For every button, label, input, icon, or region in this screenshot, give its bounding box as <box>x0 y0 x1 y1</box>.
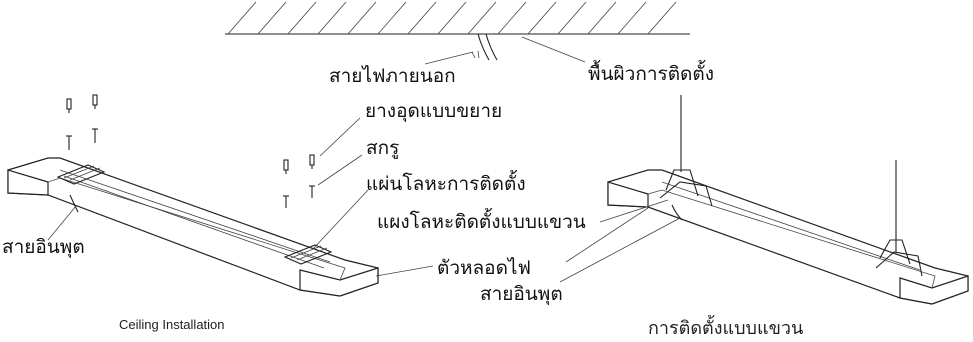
label-input-cable-right: สายอินพุต <box>480 283 563 305</box>
screws-right <box>283 154 315 208</box>
label-external-cable: สายไฟภายนอก <box>329 65 456 87</box>
ceiling-surface <box>225 1 690 35</box>
label-screw: สกรู <box>366 137 400 159</box>
external-cable-drawing <box>471 33 498 61</box>
suspended-luminaire <box>607 95 969 305</box>
ceiling-hatching <box>227 1 677 35</box>
caption-ceiling-installation: Ceiling Installation <box>119 317 225 332</box>
label-input-cable-left: สายอินพุต <box>2 236 85 258</box>
label-mounting-surface: พื้นผิวการติดตั้ง <box>588 63 714 85</box>
label-expansion-plug: ยางอุดแบบขยาย <box>365 100 503 122</box>
label-metal-mounting-plate: แผ่นโลหะการติดตั้ง <box>366 173 526 195</box>
label-lamp-body: ตัวหลอดไฟ <box>437 257 531 279</box>
caption-suspended-installation: การติดตั้งแบบแขวน <box>648 318 804 339</box>
ceiling-luminaire <box>7 157 379 297</box>
screws-left <box>66 94 98 150</box>
label-hanging-bracket: แผงโลหะติดตั้งแบบแขวน <box>377 211 586 233</box>
